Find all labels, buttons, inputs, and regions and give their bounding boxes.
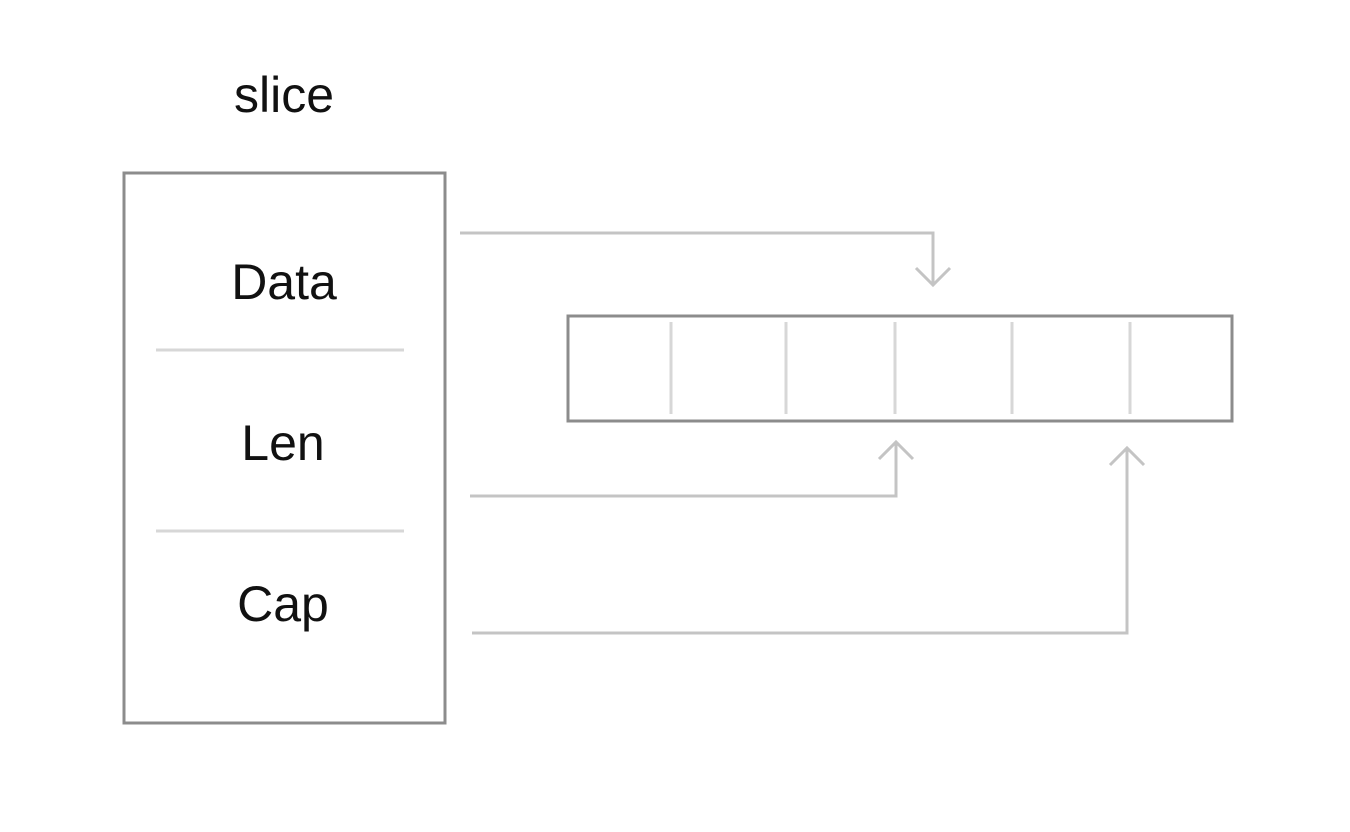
cap-arrow [472,448,1129,635]
backing-array [566,314,1234,423]
len-arrow [470,442,898,498]
data-pointer-arrowhead [914,266,952,288]
slice-title: slice [234,67,334,123]
field-cap-label: Cap [237,576,329,632]
data-pointer-arrow [460,231,935,284]
field-len-label: Len [241,415,324,471]
len-arrowhead [877,439,915,461]
cap-arrowhead [1108,445,1146,467]
field-data-label: Data [231,254,337,310]
slice-header-box [122,171,447,725]
